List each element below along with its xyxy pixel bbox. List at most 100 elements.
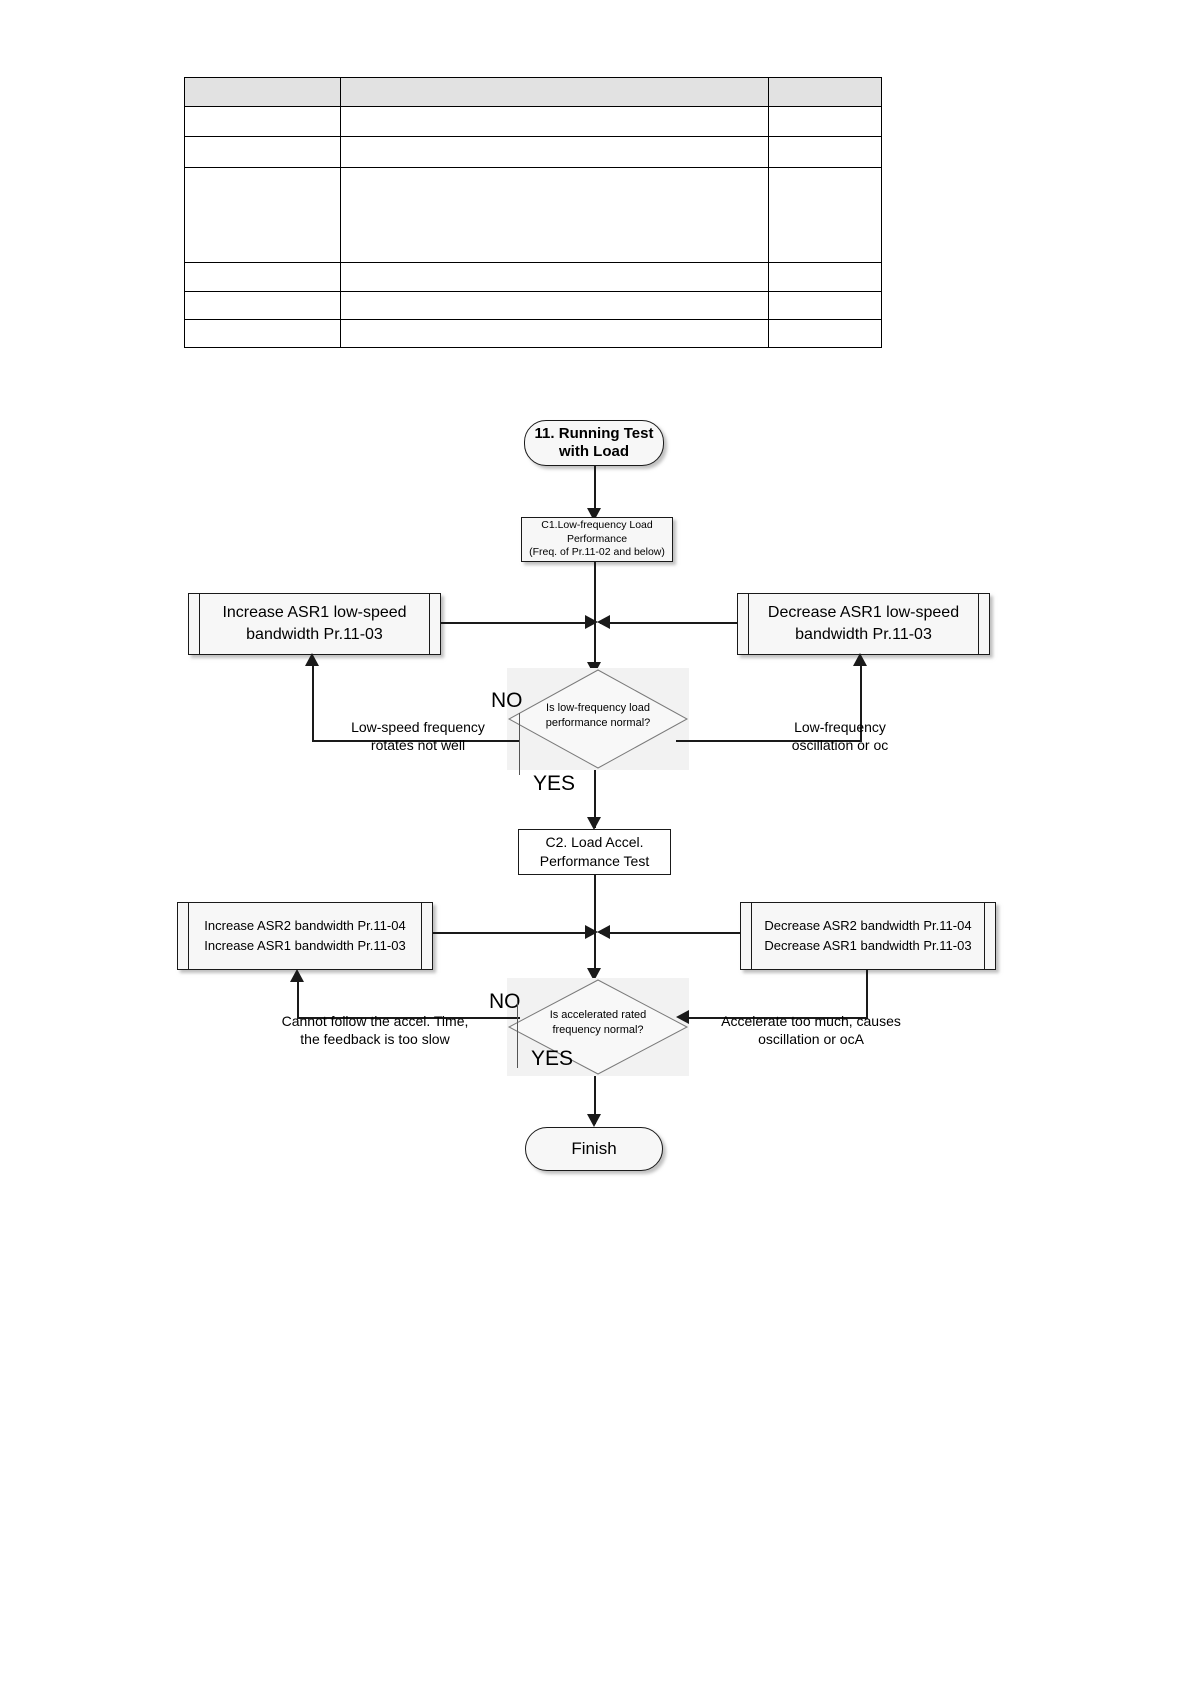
- right-action-1-line-2: bandwidth Pr.11-03: [795, 626, 932, 643]
- arrowhead-right-action-2: [597, 925, 610, 939]
- table-cell: [340, 167, 769, 263]
- flow-node-decision-1[interactable]: Is low-frequency load performance normal…: [507, 668, 689, 770]
- table-cell: [768, 106, 882, 137]
- connector-decision-2-right-up: [866, 970, 868, 1019]
- flow-node-finish[interactable]: Finish: [525, 1127, 663, 1171]
- connector-right-action-1-to-junction: [600, 622, 737, 624]
- start-line-1: 11. Running Test: [534, 425, 654, 442]
- flow-node-c2[interactable]: C2. Load Accel. Performance Test: [518, 829, 671, 875]
- arrowhead-decision-2-no: [290, 969, 304, 982]
- table-cell: [184, 106, 341, 137]
- flow-node-increase-asr1-lowspeed[interactable]: Increase ASR1 low-speed bandwidth Pr.11-…: [188, 593, 441, 655]
- flow-node-c1[interactable]: C1.Low-frequency Load Performance (Freq.…: [521, 517, 673, 562]
- connector-c2-to-junction: [594, 875, 596, 932]
- start-line-2: with Load: [559, 443, 629, 460]
- finish-label: Finish: [571, 1139, 617, 1158]
- table-cell: [184, 167, 341, 263]
- note-left-2-line-2: the feedback is too slow: [300, 1030, 450, 1047]
- c2-line-2: Performance Test: [539, 853, 650, 869]
- table-row: [184, 319, 882, 348]
- note-right-2-line-1: Accelerate too much, causes: [721, 1013, 901, 1029]
- decision-1-guide-line: [519, 713, 520, 775]
- connector-decision-2-no-up: [297, 978, 299, 1019]
- table-cell: [768, 291, 882, 320]
- note-left-2-line-1: Cannot follow the accel. Time,: [281, 1013, 469, 1029]
- table-cell: [340, 136, 769, 168]
- connector-decision-1-yes: [594, 770, 596, 828]
- table-header-row: [184, 77, 882, 107]
- table-row: [184, 291, 882, 320]
- decision-1-line-1: Is low-frequency load: [546, 702, 650, 714]
- note-cannot-follow-accel: Cannot follow the accel. Time, the feedb…: [270, 1013, 480, 1048]
- connector-decision-1-right-up: [860, 662, 862, 742]
- table-cell: [340, 291, 769, 320]
- decision-2-shape: [507, 978, 689, 1076]
- connector-decision-1-no-up: [312, 662, 314, 742]
- c2-line-1: C2. Load Accel.: [545, 834, 644, 851]
- decision-2-line-2: frequency normal?: [552, 1023, 644, 1036]
- spec-table: [184, 77, 882, 348]
- arrowhead-to-decision-2: [587, 968, 601, 981]
- decision-1-shape: [507, 668, 689, 770]
- connector-decision-1-no: [312, 740, 520, 742]
- note-accelerate-too-much: Accelerate too much, causes oscillation …: [705, 1013, 917, 1048]
- left-action-2-line-1: Increase ASR2 bandwidth Pr.11-04: [204, 917, 406, 933]
- connector-left-action-2-to-junction: [433, 932, 591, 934]
- arrowhead-decision-2-right: [676, 1010, 689, 1024]
- decision-2-yes-label: YES: [531, 1047, 574, 1070]
- connector-start-to-c1: [594, 466, 596, 510]
- note-left-1-line-2: rotates not well: [370, 736, 466, 753]
- connector-decision-1-right: [676, 740, 862, 742]
- note-left-1-line-1: Low-speed frequency: [351, 719, 485, 735]
- flow-node-start[interactable]: 11. Running Test with Load: [524, 420, 664, 466]
- arrowhead-decision-1-no: [305, 653, 319, 666]
- table-cell: [184, 136, 341, 168]
- connector-decision-2-yes: [594, 1076, 596, 1124]
- table-cell: [184, 319, 341, 348]
- table-row: [184, 167, 882, 263]
- connector-junction-to-decision-1: [594, 622, 596, 668]
- c1-line-2: Performance: [566, 532, 628, 545]
- decision-1-line-2: performance normal?: [545, 716, 651, 729]
- arrowhead-decision-2-yes: [587, 1114, 601, 1127]
- decision-1-no-label: NO: [491, 689, 523, 712]
- flow-node-decrease-asr1-lowspeed[interactable]: Decrease ASR1 low-speed bandwidth Pr.11-…: [737, 593, 990, 655]
- note-right-1-line-2: oscillation or oc: [791, 736, 889, 753]
- table-cell: [768, 319, 882, 348]
- connector-decision-2-right: [688, 1017, 868, 1019]
- table-header-cell-1: [184, 77, 341, 107]
- connector-right-action-2-to-junction: [600, 932, 740, 934]
- connector-c1-to-junction: [594, 562, 596, 622]
- table-row: [184, 136, 882, 168]
- table-cell: [184, 262, 341, 292]
- arrowhead-right-action-1: [597, 615, 610, 629]
- flow-node-decision-2[interactable]: Is accelerated rated frequency normal?: [507, 978, 689, 1076]
- table-cell: [340, 262, 769, 292]
- table-row: [184, 262, 882, 292]
- left-action-1-line-1: Increase ASR1 low-speed: [222, 604, 407, 622]
- table-cell: [340, 106, 769, 137]
- c1-line-1: C1.Low-frequency Load: [541, 519, 653, 532]
- arrowhead-decision-1-yes: [587, 817, 601, 830]
- table-cell: [184, 291, 341, 320]
- note-low-speed-rotates: Low-speed frequency rotates not well: [330, 719, 506, 754]
- table-cell: [768, 136, 882, 168]
- table-cell: [768, 262, 882, 292]
- right-action-2-line-1: Decrease ASR2 bandwidth Pr.11-04: [764, 917, 972, 933]
- decision-2-line-1: Is accelerated rated: [549, 1009, 647, 1021]
- connector-junction-to-decision-2: [594, 932, 596, 976]
- c1-line-3: (Freq. of Pr.11-02 and below): [529, 546, 665, 559]
- connector-left-action-1-to-junction: [441, 622, 591, 624]
- connector-decision-2-no: [297, 1017, 520, 1019]
- table-cell: [768, 167, 882, 263]
- table-header-cell-3: [768, 77, 882, 107]
- flow-node-decrease-asr-bandwidth[interactable]: Decrease ASR2 bandwidth Pr.11-04 Decreas…: [740, 902, 996, 970]
- flow-node-increase-asr-bandwidth[interactable]: Increase ASR2 bandwidth Pr.11-04 Increas…: [177, 902, 433, 970]
- right-action-1-line-1: Decrease ASR1 low-speed: [767, 604, 960, 622]
- note-right-1-line-1: Low-frequency: [794, 719, 886, 735]
- decision-2-no-label: NO: [489, 990, 521, 1013]
- decision-2-guide-line: [517, 1000, 518, 1068]
- right-action-2-line-2: Decrease ASR1 bandwidth Pr.11-03: [764, 938, 972, 953]
- decision-1-yes-label: YES: [533, 772, 576, 795]
